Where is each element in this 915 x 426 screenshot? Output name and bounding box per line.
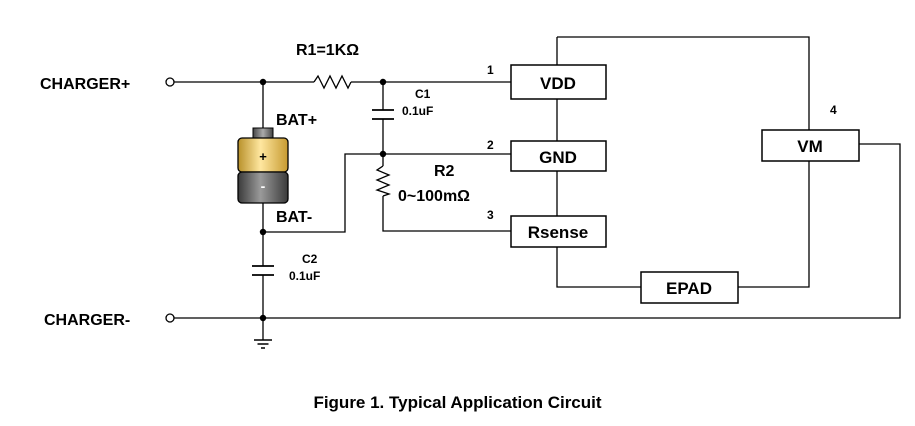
junction-dot [259,78,267,86]
wires [174,36,901,340]
junction-dot [379,150,387,158]
junction-dot [259,314,267,322]
battery-pos-label: BAT+ [276,112,317,129]
pin-vdd-number: 1 [487,63,494,77]
charger-neg-terminal: CHARGER- [44,312,175,329]
pin-vm: VM 4 [761,103,860,162]
pin-vdd: VDD 1 [487,63,607,100]
pin-vdd-label: VDD [540,74,576,93]
pin-rsense-label: Rsense [528,223,588,242]
pin-gnd-number: 2 [487,138,494,152]
junction-dot [259,228,267,236]
charger-pos-terminal: CHARGER+ [40,76,175,93]
resistor-r2-value: 0~100mΩ [398,188,470,205]
battery-terminal-cap [252,127,274,139]
pin-vm-label: VM [797,137,823,156]
resistor-r2-name: R2 [434,163,455,180]
resistor-r2: R2 0~100mΩ [375,163,470,205]
capacitor-c1-name: C1 [415,87,431,101]
pin-gnd-label: GND [539,148,577,167]
junction-dots [259,78,387,322]
pin-rsense-box [510,215,607,248]
pin-gnd: GND 2 [487,138,607,172]
figure-caption: Figure 1. Typical Application Circuit [313,393,602,412]
pin-gnd-box [510,140,607,172]
pin-rsense-number: 3 [487,208,494,222]
pin-rsense: Rsense 3 [487,208,607,248]
capacitor-c2: C2 0.1uF [252,252,320,283]
pin-vm-number: 4 [830,103,837,117]
charger-pos-label: CHARGER+ [40,76,130,93]
resistor-r1-label: R1=1KΩ [296,42,359,59]
capacitor-c1-value: 0.1uF [402,104,433,118]
battery-minus-sign: - [261,178,266,194]
pin-epad-label: EPAD [666,279,712,298]
terminal-circle-pos [165,77,175,87]
battery-plus-sign: + [259,149,267,164]
battery: + - BAT+ BAT- [237,112,317,226]
ground-icon [254,339,272,349]
resistor-r2-symbol [375,165,392,197]
charger-neg-label: CHARGER- [44,312,130,329]
capacitor-c2-value: 0.1uF [289,269,320,283]
battery-negative-half [237,171,289,204]
battery-neg-label: BAT- [276,209,312,226]
pin-epad: EPAD [640,271,739,304]
pin-epad-box [640,271,739,304]
capacitor-c2-name: C2 [302,252,318,266]
resistor-r1: R1=1KΩ [296,42,359,90]
resistor-r1-symbol [313,74,352,90]
capacitor-c1: C1 0.1uF [372,87,433,120]
terminal-circle-neg [165,313,175,323]
pin-vm-box [761,129,860,162]
junction-dot [379,78,387,86]
pin-vdd-box [510,64,607,100]
